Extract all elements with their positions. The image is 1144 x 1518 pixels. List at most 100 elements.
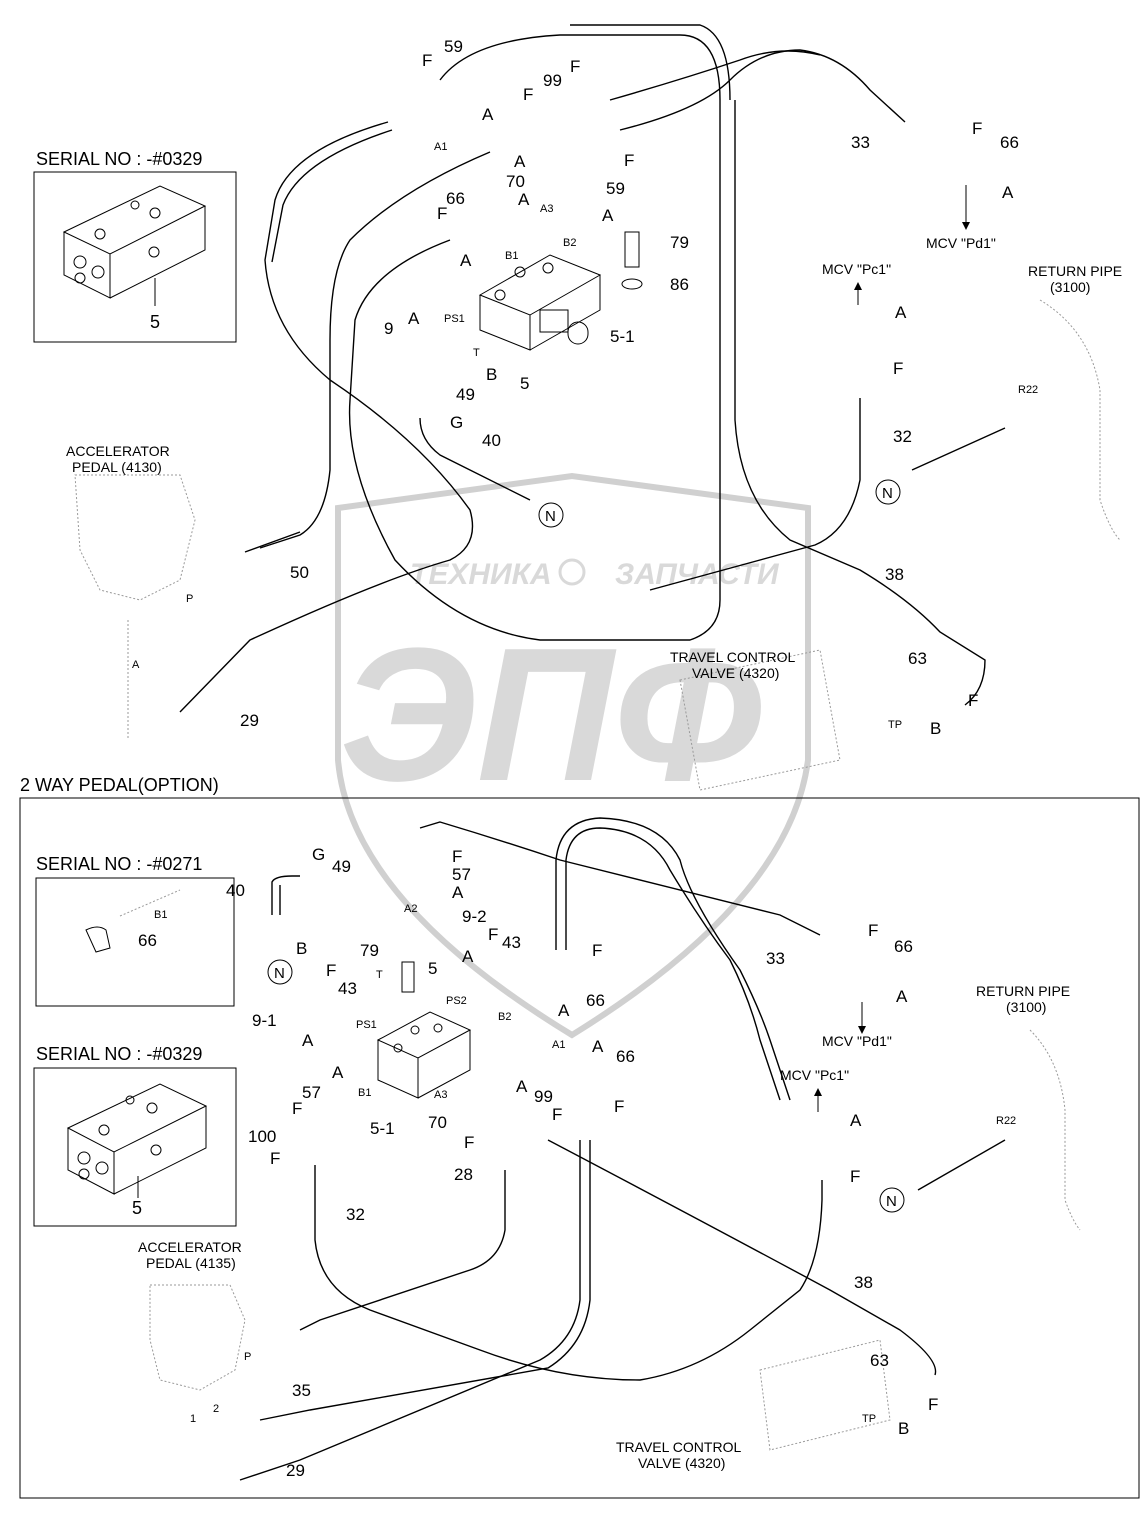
- callout-38: 38: [885, 565, 904, 584]
- callout-a: A: [558, 1001, 570, 1020]
- callout-a: A: [452, 883, 464, 902]
- travel-valve-number-bottom: VALVE (4320): [638, 1455, 725, 1471]
- accelerator-number: PEDAL (4130): [72, 459, 162, 475]
- callout-f: F: [292, 1099, 302, 1118]
- callout-63: 63: [870, 1351, 889, 1370]
- callout-28: 28: [454, 1165, 473, 1184]
- accelerator-label-bottom: ACCELERATOR: [138, 1239, 242, 1255]
- hose-r22-bottom: [917, 1139, 1006, 1191]
- hose-32-top: [649, 398, 861, 591]
- accelerator-pedal-4135-shape: [149, 1284, 246, 1391]
- callout-f: F: [850, 1167, 860, 1186]
- callout-a: A: [332, 1063, 344, 1082]
- callout-g: G: [312, 845, 325, 864]
- connector-n-bottom: [267, 959, 293, 985]
- return-pipe-bottom-shape: [1029, 1029, 1081, 1231]
- port-ps2: PS2: [446, 995, 467, 1007]
- hose-38-top: [734, 100, 986, 706]
- bottom-serial2-title: SERIAL NO : -#0329: [36, 1044, 202, 1064]
- port-b1: B1: [505, 250, 518, 262]
- port-b2: B2: [563, 237, 576, 249]
- callout-66: 66: [586, 991, 605, 1010]
- callout-n: N: [882, 485, 893, 502]
- callout-b: B: [486, 365, 497, 384]
- top-serial-frame: [33, 171, 237, 343]
- callout-9-1: 9-1: [252, 1011, 277, 1030]
- watermark: ТЕХНИКА ЗАПЧАСТИ ЭПФ: [335, 472, 811, 1039]
- callout-38: 38: [854, 1273, 873, 1292]
- port-a1: A1: [434, 141, 447, 153]
- callout-79: 79: [670, 233, 689, 252]
- return-pipe-label: RETURN PIPE: [1028, 263, 1122, 279]
- callout-59: 59: [444, 37, 463, 56]
- port-ps1: PS1: [444, 313, 465, 325]
- hose-40-top: [419, 417, 531, 501]
- accelerator-pedal-4130-shape: [74, 474, 196, 601]
- top-ghost-parts: [74, 299, 1121, 791]
- watermark-logo: ЭПФ: [340, 609, 762, 821]
- hose-33-bottom: [419, 821, 821, 936]
- callout-b: B: [898, 1419, 909, 1438]
- callout-9: 9: [384, 319, 393, 338]
- callout-86: 86: [670, 275, 689, 294]
- callout-70: 70: [428, 1113, 447, 1132]
- callout-5-1: 5-1: [370, 1119, 395, 1138]
- callout-43: 43: [338, 979, 357, 998]
- callout-f: F: [614, 1097, 624, 1116]
- callout-a: A: [302, 1031, 314, 1050]
- callout-f: F: [437, 204, 447, 223]
- bottom-serial1-port: B1: [154, 909, 167, 921]
- watermark-text-right: ЗАПЧАСТИ: [615, 558, 780, 591]
- callout-a: A: [462, 947, 474, 966]
- bolt-79: [624, 231, 640, 268]
- accelerator-port-2: 2: [213, 1403, 219, 1415]
- port-r22-bottom: R22: [996, 1115, 1016, 1127]
- callout-5-1: 5-1: [610, 327, 635, 346]
- hose-28-bottom: [299, 1170, 506, 1331]
- callout-57: 57: [302, 1083, 321, 1102]
- connector-n-top-right: [875, 479, 901, 505]
- mcv-pc1-label-bottom: MCV "Pc1": [780, 1067, 849, 1083]
- callout-59: 59: [606, 179, 625, 198]
- bottom-serial1-part: 66: [138, 931, 157, 950]
- callout-9-2: 9-2: [462, 907, 487, 926]
- accelerator-port-p-bottom: P: [244, 1351, 251, 1363]
- callout-f: F: [523, 85, 533, 104]
- washer-86: [621, 278, 643, 290]
- watermark-shield: [335, 472, 811, 1039]
- hose-38-bottom: [547, 1139, 937, 1376]
- mcv-pd1-label-bottom: MCV "Pd1": [822, 1033, 892, 1049]
- callout-57: 57: [452, 865, 471, 884]
- callout-f: F: [592, 941, 602, 960]
- callout-a: A: [592, 1037, 604, 1056]
- hose-32-bottom: [314, 1165, 823, 1381]
- port-r22: R22: [1018, 384, 1038, 396]
- port-b1: B1: [358, 1087, 371, 1099]
- callout-f: F: [972, 119, 982, 138]
- callout-n: N: [274, 965, 285, 982]
- callout-99: 99: [543, 71, 562, 90]
- callout-f: F: [624, 151, 634, 170]
- callout-f: F: [552, 1105, 562, 1124]
- return-pipe-label-bottom: RETURN PIPE: [976, 983, 1070, 999]
- bottom-valve-block: [376, 1011, 472, 1099]
- hose-29-bottom: [239, 1140, 581, 1481]
- hose-50-top: [259, 151, 491, 549]
- callout-f: F: [422, 51, 432, 70]
- bottom-serial1-frame: [35, 877, 235, 1007]
- callout-5: 5: [428, 959, 437, 978]
- mcv-pd1-label: MCV "Pd1": [926, 235, 996, 251]
- port-tp-bottom: TP: [862, 1413, 876, 1425]
- callout-f: F: [968, 691, 978, 710]
- callout-a: A: [516, 1077, 528, 1096]
- callout-f: F: [488, 925, 498, 944]
- callout-f: F: [868, 921, 878, 940]
- port-a3: A3: [540, 203, 553, 215]
- callout-a: A: [514, 152, 526, 171]
- return-pipe-number: (3100): [1050, 279, 1090, 295]
- bolt-79-bottom: [401, 961, 415, 993]
- callout-n: N: [886, 1193, 897, 1210]
- top-valve-block: [478, 231, 643, 351]
- port-a3: A3: [434, 1089, 447, 1101]
